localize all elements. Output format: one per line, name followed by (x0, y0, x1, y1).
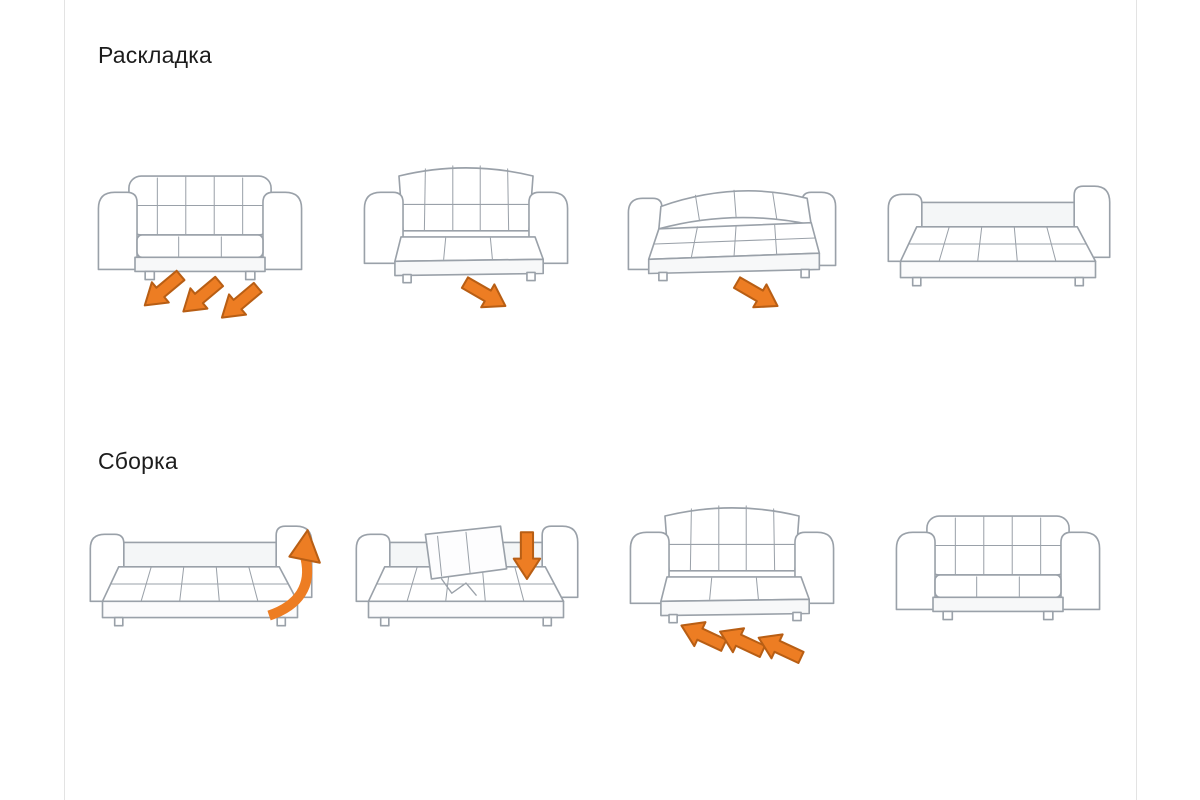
unfold-steps-row (70, 148, 1128, 334)
sofa-backrest-folding-drawing (627, 189, 837, 282)
fold-section-title: Сборка (98, 448, 178, 474)
unfold-step-2-illustration (336, 148, 596, 334)
bed-unfolded-drawing (887, 185, 1111, 287)
lift-up-curved-arrow-icon (267, 529, 321, 621)
sofa-assembled-drawing (895, 515, 1101, 621)
page-edge-right (1136, 0, 1137, 800)
fold-step-4-illustration (868, 488, 1128, 674)
page-edge-left (64, 0, 65, 800)
fold-step-1-illustration (70, 488, 330, 674)
pull-forward-arrow-icon (457, 270, 514, 319)
pull-out-arrow-icon (135, 264, 191, 317)
fold-step-2-illustration (336, 488, 596, 674)
sofa-closed-drawing (97, 175, 303, 281)
sofa-almost-assembled-drawing (629, 505, 835, 624)
unfold-arrow-icon (729, 270, 786, 319)
sofa-seat-pulled-drawing (363, 165, 569, 284)
unfold-section-title: Раскладка (98, 42, 212, 68)
fold-step-3-illustration (602, 488, 862, 674)
unfold-step-4-illustration (868, 148, 1128, 334)
unfold-step-1-illustration (70, 148, 330, 334)
fold-steps-row (70, 488, 1128, 674)
unfold-step-3-illustration (602, 148, 862, 334)
